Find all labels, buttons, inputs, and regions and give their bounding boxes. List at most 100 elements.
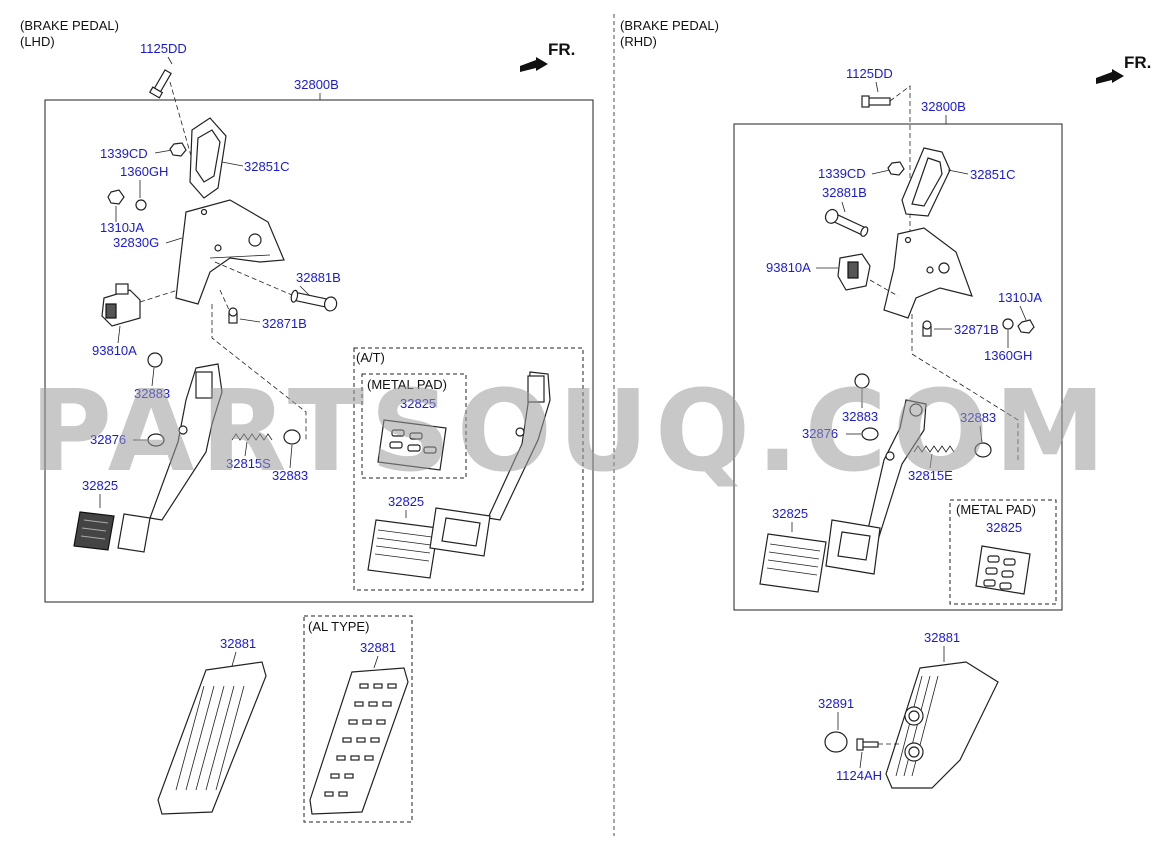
lhd-direction: FR. bbox=[548, 40, 575, 59]
rhd-metal-pad-label: (METAL PAD) bbox=[956, 502, 1036, 517]
lhd-subtitle: (LHD) bbox=[20, 34, 55, 49]
clip-icon bbox=[1017, 319, 1035, 334]
lhd-spring-label[interactable]: 32815S bbox=[226, 456, 271, 471]
rhd-stopper-label[interactable]: 32871B bbox=[954, 322, 999, 337]
watermark: PARTSOUQ.COM bbox=[30, 367, 1112, 497]
rhd-pin-label[interactable]: 32881B bbox=[822, 185, 867, 200]
rhd-section: (BRAKE PEDAL) (RHD) FR. 32800B 1125DD 13… bbox=[620, 18, 1151, 789]
rhd-accel-label[interactable]: 32881 bbox=[924, 630, 960, 645]
spring-icon bbox=[913, 445, 955, 453]
front-arrow-icon bbox=[1096, 69, 1124, 84]
brake-pedal-plate-icon bbox=[117, 513, 151, 553]
al-type-box bbox=[303, 615, 413, 823]
bushing-top-icon bbox=[854, 373, 870, 389]
metal-pad-icon bbox=[377, 419, 447, 471]
lhd-switch-label[interactable]: 93810A bbox=[92, 343, 137, 358]
metal-pad-box bbox=[361, 373, 467, 479]
lhd-clip-label[interactable]: 1310JA bbox=[100, 220, 144, 235]
at-box bbox=[353, 347, 584, 591]
rhd-switch-label[interactable]: 93810A bbox=[766, 260, 811, 275]
al-accelerator-pedal-icon bbox=[309, 667, 409, 815]
pin-icon bbox=[824, 208, 869, 237]
rhd-title: (BRAKE PEDAL) bbox=[620, 18, 719, 33]
rhd-nut-label[interactable]: 1339CD bbox=[818, 166, 866, 181]
bolt-icon bbox=[861, 95, 891, 108]
pedal-member-icon bbox=[883, 227, 973, 319]
rhd-bushing-b-label[interactable]: 32883 bbox=[960, 410, 996, 425]
at-label: (A/T) bbox=[356, 350, 385, 365]
washer-icon bbox=[135, 199, 147, 211]
metal-pad-label: (METAL PAD) bbox=[367, 377, 447, 392]
lhd-accel-label[interactable]: 32881 bbox=[220, 636, 256, 651]
brake-pedal-plate-icon bbox=[825, 519, 881, 575]
rhd-pad-label[interactable]: 32825 bbox=[772, 506, 808, 521]
nut-icon bbox=[169, 142, 187, 157]
bracket-32851c-icon bbox=[901, 147, 951, 217]
nut-icon bbox=[887, 161, 905, 176]
lhd-pad-label[interactable]: 32825 bbox=[82, 478, 118, 493]
front-arrow-icon bbox=[520, 57, 548, 72]
rhd-bushing-c-label[interactable]: 32876 bbox=[802, 426, 838, 441]
stopper-icon bbox=[228, 307, 238, 324]
rhd-direction: FR. bbox=[1124, 53, 1151, 72]
rhd-bushing-a-label[interactable]: 32883 bbox=[842, 409, 878, 424]
screw-icon bbox=[856, 738, 879, 751]
at-pad-icon bbox=[367, 519, 439, 579]
brake-switch-icon bbox=[837, 253, 871, 291]
rhd-bracket-label[interactable]: 32851C bbox=[970, 167, 1016, 182]
rhd-bolt-label[interactable]: 1125DD bbox=[846, 66, 893, 81]
bracket-32851c-icon bbox=[189, 117, 227, 199]
cap-icon bbox=[824, 731, 848, 753]
lhd-member-label[interactable]: 32830G bbox=[113, 235, 159, 250]
lhd-at-pad-label[interactable]: 32825 bbox=[388, 494, 424, 509]
rhd-cap-label[interactable]: 32891 bbox=[818, 696, 854, 711]
brake-switch-icon bbox=[101, 283, 141, 327]
al-type-label: (AL TYPE) bbox=[308, 619, 369, 634]
at-pedal-plate-icon bbox=[429, 507, 491, 557]
metal-pad-box bbox=[949, 499, 1057, 605]
rhd-subtitle: (RHD) bbox=[620, 34, 657, 49]
clip-icon bbox=[107, 189, 125, 205]
rhd-washer-label[interactable]: 1360GH bbox=[984, 348, 1032, 363]
rhd-screw-label[interactable]: 1124AH bbox=[836, 768, 882, 783]
stopper-icon bbox=[922, 320, 932, 337]
lhd-pin-label[interactable]: 32881B bbox=[296, 270, 341, 285]
lhd-bushing-a-label[interactable]: 32883 bbox=[134, 386, 170, 401]
spring-icon bbox=[231, 433, 273, 441]
bolt-icon bbox=[148, 69, 172, 99]
at-pedal-arm-icon bbox=[487, 371, 551, 521]
lhd-bushing-c-label[interactable]: 32876 bbox=[90, 432, 126, 447]
rhd-assembly-box bbox=[733, 123, 1063, 611]
accelerator-pedal-icon bbox=[157, 661, 267, 815]
pin-icon bbox=[290, 289, 338, 312]
accelerator-pedal-icon bbox=[885, 661, 999, 789]
lhd-bracket-label[interactable]: 32851C bbox=[244, 159, 290, 174]
rhd-metal-pad-part[interactable]: 32825 bbox=[986, 520, 1022, 535]
lhd-bushing-b-label[interactable]: 32883 bbox=[272, 468, 308, 483]
lhd-stopper-label[interactable]: 32871B bbox=[262, 316, 307, 331]
rhd-clip-label[interactable]: 1310JA bbox=[998, 290, 1042, 305]
bushing-right-icon bbox=[283, 429, 301, 445]
rhd-assembly-label[interactable]: 32800B bbox=[921, 99, 966, 114]
pedal-member-icon bbox=[175, 199, 285, 305]
rhd-spring-label[interactable]: 32815E bbox=[908, 468, 953, 483]
lhd-washer-label[interactable]: 1360GH bbox=[120, 164, 168, 179]
brake-pad-icon bbox=[759, 533, 827, 593]
lhd-assembly-label[interactable]: 32800B bbox=[294, 77, 339, 92]
bushing-32876-icon bbox=[861, 427, 879, 441]
metal-pad-icon bbox=[975, 545, 1031, 595]
lhd-al-accel-label[interactable]: 32881 bbox=[360, 640, 396, 655]
brake-pad-icon bbox=[73, 511, 115, 551]
lhd-assembly-box bbox=[44, 99, 594, 603]
lhd-title: (BRAKE PEDAL) bbox=[20, 18, 119, 33]
lhd-section: (BRAKE PEDAL) (LHD) FR. 32800B 1125DD 13… bbox=[20, 18, 594, 823]
lhd-bolt-label[interactable]: 1125DD bbox=[140, 41, 187, 56]
washer-icon bbox=[1002, 318, 1014, 330]
bushing-top-icon bbox=[147, 352, 163, 368]
bushing-right-icon bbox=[974, 442, 992, 458]
bushing-32876-icon bbox=[147, 433, 165, 447]
lhd-metal-pad-part[interactable]: 32825 bbox=[400, 396, 436, 411]
lhd-nut-label[interactable]: 1339CD bbox=[100, 146, 148, 161]
brake-pedal-arm-icon bbox=[149, 363, 223, 521]
